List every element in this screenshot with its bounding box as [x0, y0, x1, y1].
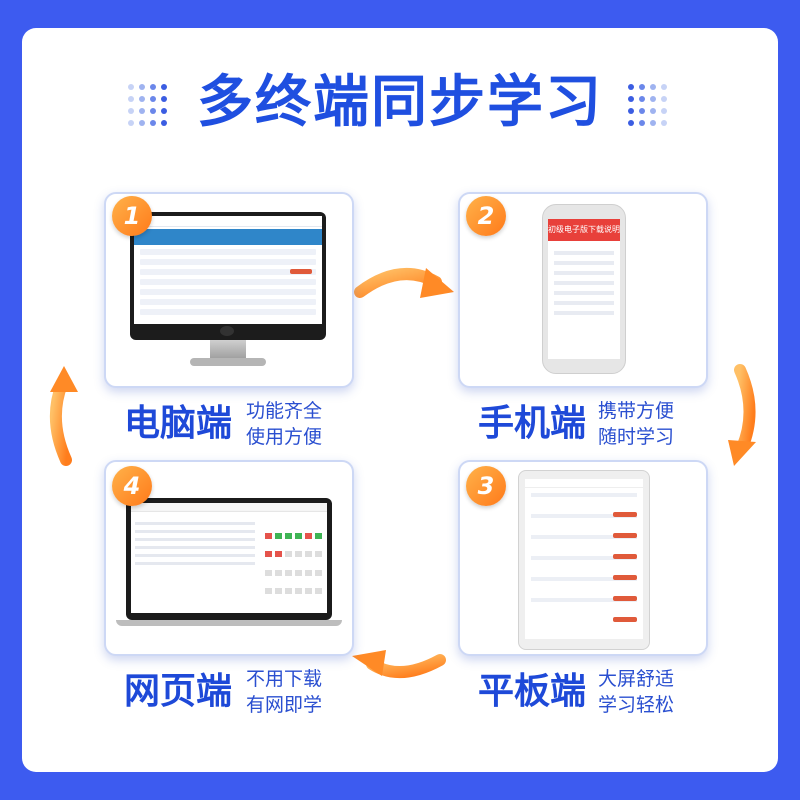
device-desc2-desktop: 使用方便	[246, 426, 323, 448]
arrow-4-to-1-icon	[49, 366, 78, 466]
arrow-1-to-2-icon	[354, 268, 454, 298]
laptop-icon	[126, 498, 332, 620]
phone-screen: 初级电子版下载说明	[548, 219, 620, 359]
monitor-base	[190, 358, 266, 366]
right-dots-decoration	[628, 76, 672, 134]
device-name-phone: 手机端	[478, 403, 587, 444]
badge-1: 1	[112, 196, 152, 236]
desktop-screen	[134, 216, 322, 324]
tablet-screen	[525, 479, 643, 639]
tablet-icon	[518, 470, 650, 650]
phone-header: 初级电子版下载说明	[548, 219, 620, 241]
arrow-2-to-3-icon	[728, 364, 756, 466]
laptop-base	[116, 620, 342, 626]
device-name-web: 网页端	[124, 671, 233, 712]
device-name-desktop: 电脑端	[124, 403, 233, 444]
page-title: 多终端同步学习	[197, 70, 603, 135]
device-desc2-web: 有网即学	[246, 694, 323, 716]
monitor-stand	[210, 340, 246, 360]
panel-web	[104, 460, 354, 656]
device-desc2-phone: 随时学习	[598, 426, 675, 448]
panel-phone: 初级电子版下载说明	[458, 192, 708, 388]
badge-4: 4	[112, 466, 152, 506]
device-desc1-tablet: 大屏舒适	[598, 668, 675, 690]
badge-3: 3	[466, 466, 506, 506]
device-desc2-tablet: 学习轻松	[598, 694, 675, 716]
arrow-3-to-4-icon	[352, 650, 446, 679]
answer-grid	[265, 533, 322, 603]
device-desc1-phone: 携带方便	[598, 400, 675, 422]
desktop-monitor-icon	[130, 212, 326, 340]
device-desc1-web: 不用下载	[246, 668, 323, 690]
device-desc1-desktop: 功能齐全	[246, 400, 323, 422]
left-dots-decoration	[128, 76, 172, 134]
device-name-tablet: 平板端	[478, 671, 587, 712]
panel-desktop	[104, 192, 354, 388]
web-screen	[131, 503, 327, 613]
badge-2: 2	[466, 196, 506, 236]
smartphone-icon: 初级电子版下载说明	[542, 204, 626, 374]
